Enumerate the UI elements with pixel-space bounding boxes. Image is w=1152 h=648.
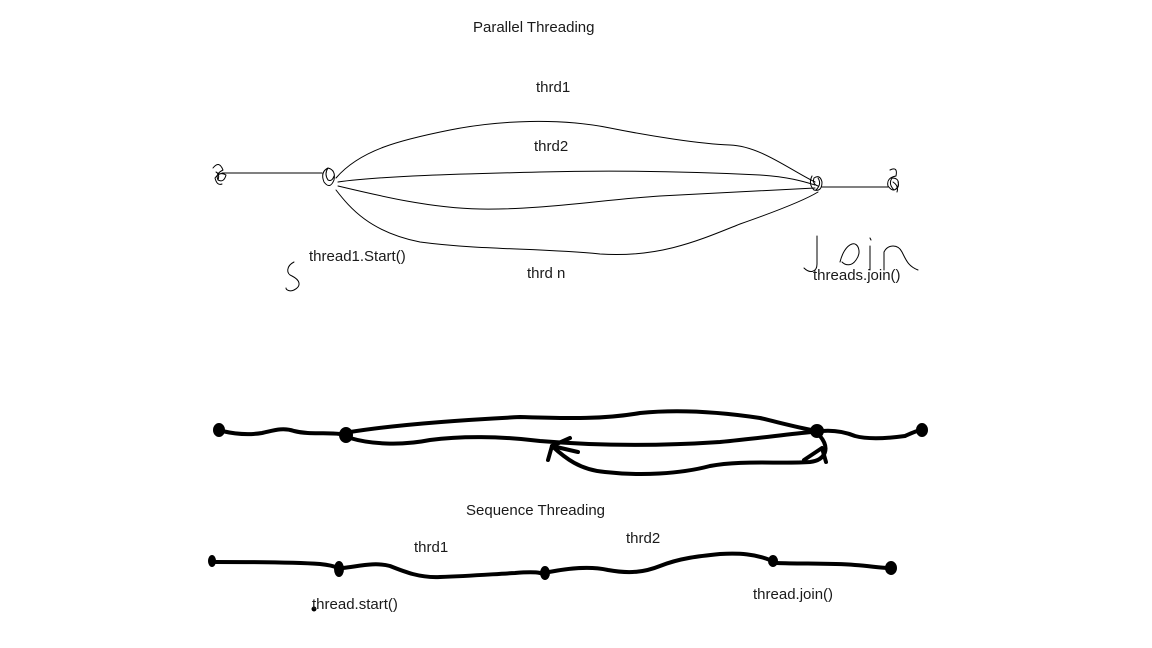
sequence-title: Sequence Threading [466, 502, 605, 519]
sequence-thread-1-label: thrd1 [414, 539, 449, 556]
middle-main-line-right [820, 428, 924, 441]
middle-arrow-head-right [802, 446, 828, 464]
sequence-end-node [885, 561, 897, 575]
hand-drawn-join-scribble [803, 235, 919, 272]
hand-drawn-s-scribble [285, 261, 300, 292]
middle-lower-thread [348, 430, 814, 447]
parallel-thread-1-curve [335, 120, 816, 183]
parallel-title: Parallel Threading [473, 19, 595, 36]
parallel-thread-n-curve [335, 189, 819, 256]
middle-upper-thread [348, 409, 814, 434]
sequence-join-label: thread.join() [753, 586, 834, 603]
middle-return-curve [550, 434, 828, 476]
parallel-fork-node [322, 167, 335, 186]
sequence-main-line-left [212, 560, 340, 570]
middle-arrow-head-left [546, 436, 580, 462]
stray-dot [311, 606, 317, 612]
parallel-start-label: thread1.Start() [309, 248, 406, 265]
sequence-thread-1-line [341, 562, 542, 580]
parallel-thread-2-label: thrd2 [534, 138, 569, 155]
parallel-end-node [887, 168, 899, 193]
parallel-diagram [212, 120, 919, 292]
sequence-main-line-right [775, 561, 890, 570]
sequence-start-label: thread.start() [312, 596, 398, 613]
parallel-thread-3-curve [337, 185, 816, 210]
middle-main-line-left [220, 427, 342, 437]
parallel-join-node [809, 175, 823, 191]
parallel-thread-2-curve [337, 170, 816, 186]
parallel-thread-n-label: thrd n [527, 265, 566, 282]
sequence-thread-2-line [547, 551, 772, 575]
middle-end-node [916, 423, 928, 437]
sequence-join-node [768, 555, 778, 567]
parallel-start-node [212, 164, 227, 185]
parallel-thread-1-label: thrd1 [536, 79, 571, 96]
sequence-diagram [208, 551, 897, 612]
parallel-join-label: threads.join() [813, 267, 901, 284]
sequence-thread-2-label: thrd2 [626, 530, 661, 547]
middle-diagram [213, 409, 928, 476]
